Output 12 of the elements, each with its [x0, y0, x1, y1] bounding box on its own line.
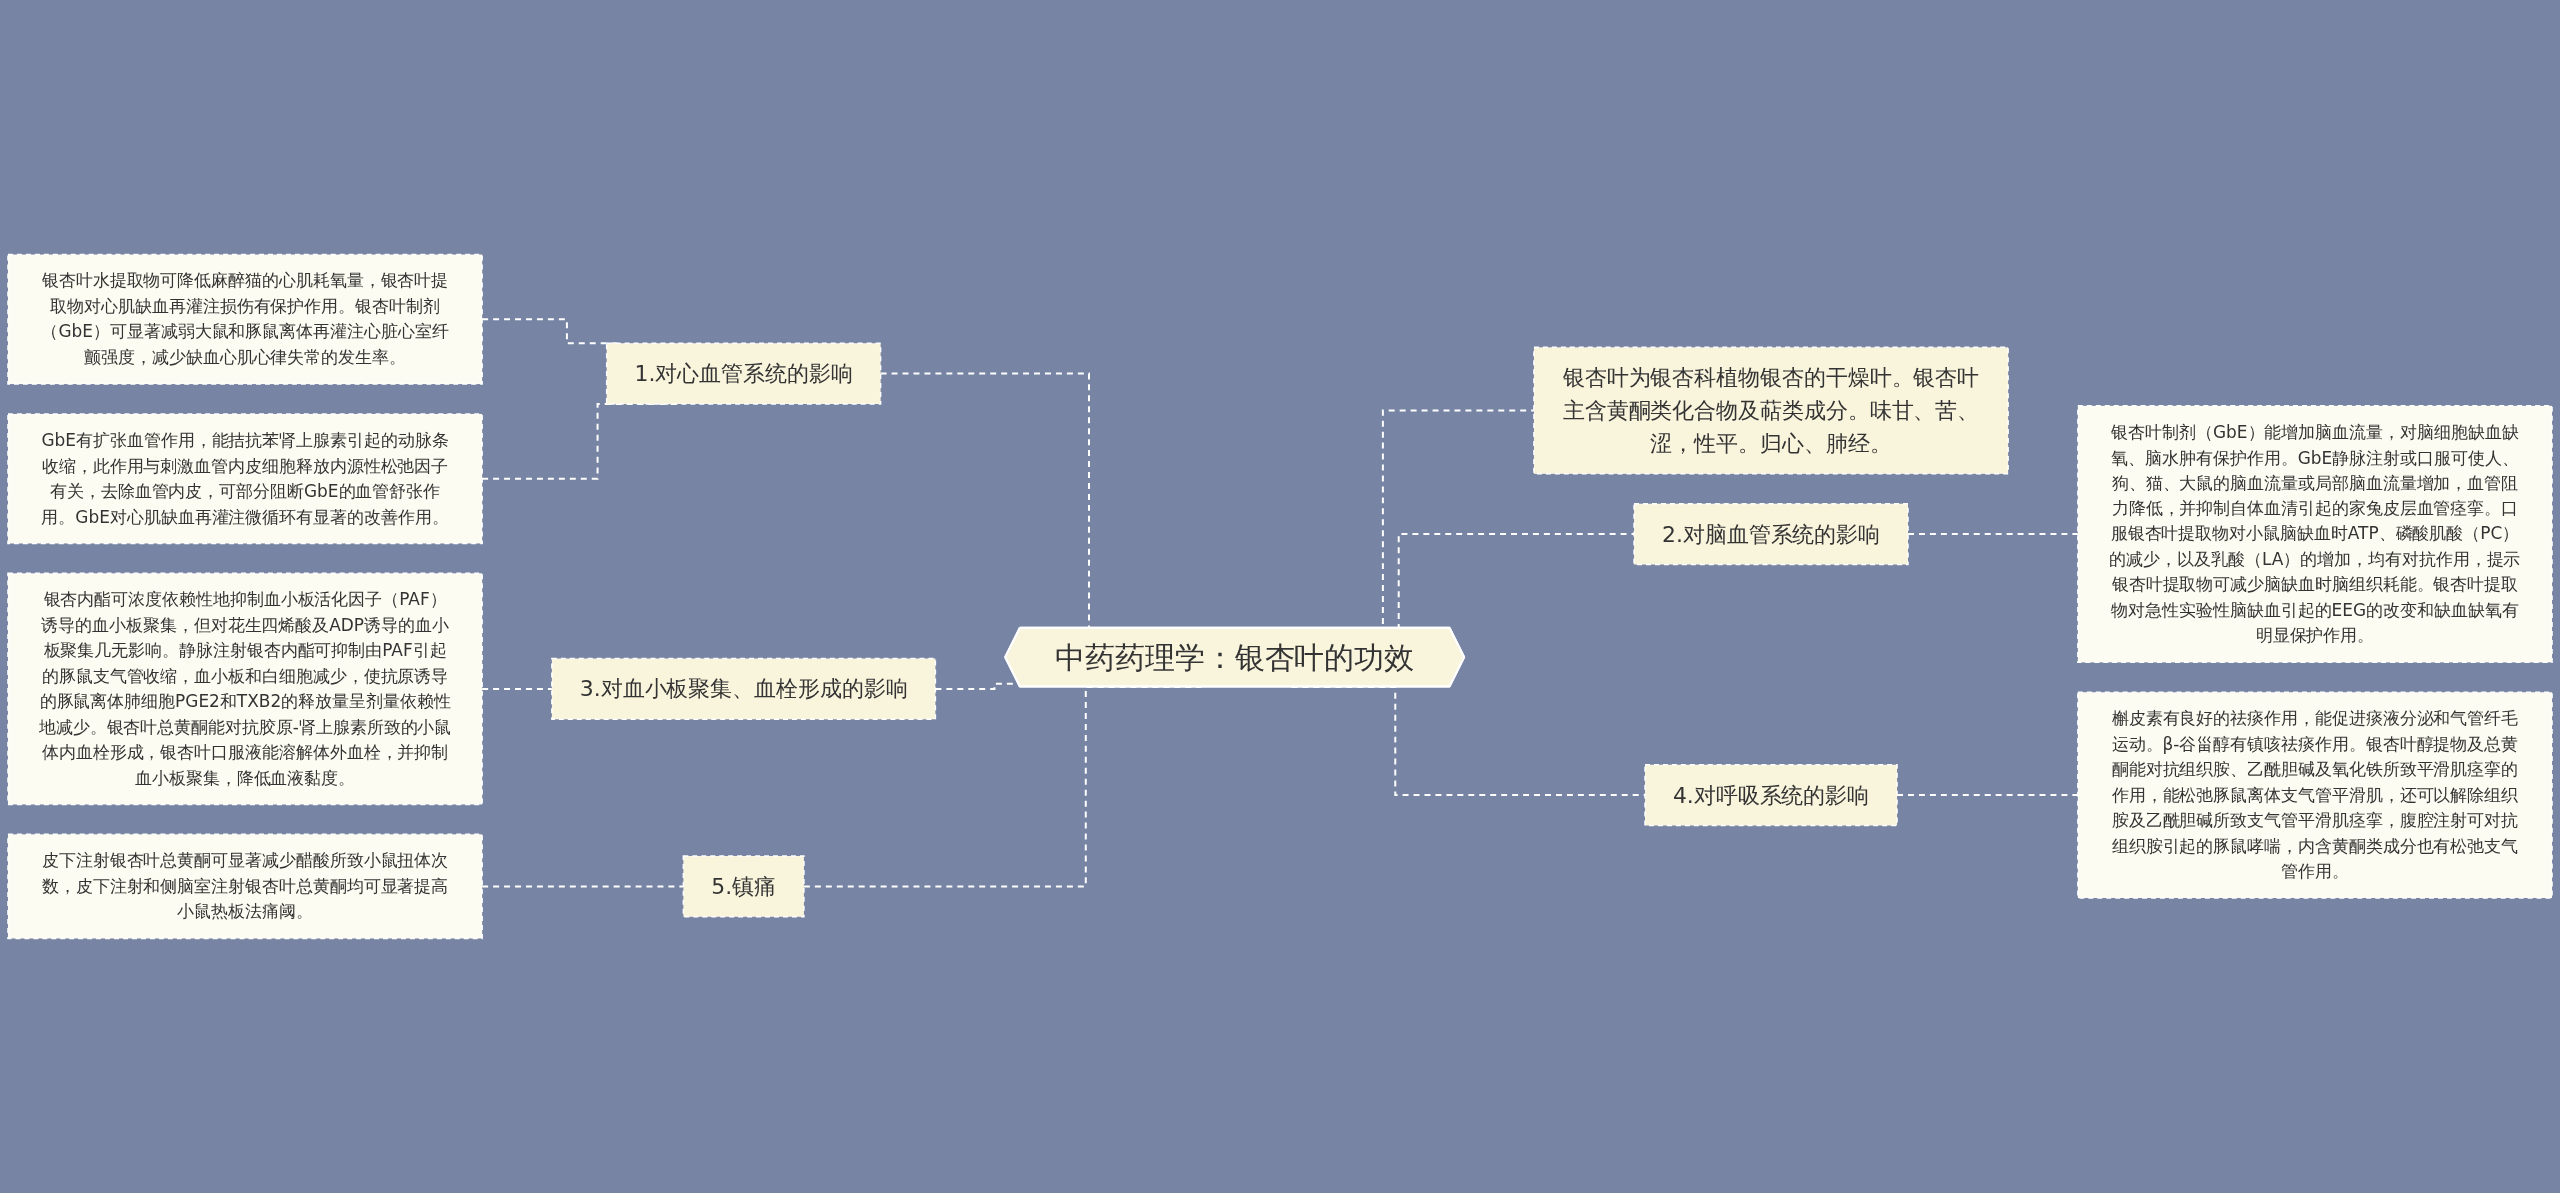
node-box: 5.镇痛	[682, 855, 805, 918]
node-box: 银杏叶水提取物可降低麻醉猫的心肌耗氧量，银杏叶提取物对心肌缺血再灌注损伤有保护作用。银杏叶制剂（GbE）可显著减弱大鼠和豚鼠离体再灌注心脏心室纤颤强度，减少缺血心肌心律失常的发生率。	[7, 253, 483, 385]
node-box: 2.对脑血管系统的影响	[1633, 503, 1909, 566]
node-box: 银杏叶为银杏科植物银杏的干燥叶。银杏叶主含黄酮类化合物及萜类成分。味甘、苦、涩，性平。归心、肺经。	[1533, 346, 2009, 475]
node-box: 1.对心血管系统的影响	[605, 342, 882, 405]
node-box: 银杏叶制剂（GbE）能增加脑血流量，对脑细胞缺血缺氧、脑水肿有保护作用。GbE静脉注射或口服可使人、狗、猫、大鼠的脑血流量或局部脑血流量增加，血管阻力降低，并抑制自体血清引起的家兔皮层血管痉挛。口服银杏叶提取物对小鼠脑缺血时ATP、磷酸肌酸（PC）的减少，以及乳酸（LA）的增加，均有对抗作用，提示银杏叶提取物可减少脑缺血时脑组织耗能。银杏叶提取物对急性实验性脑缺血引起的EEG的改变和缺血缺氧有明显保护作用。	[2077, 405, 2553, 664]
node-box: 皮下注射银杏叶总黄酮可显著减少醋酸所致小鼠扭体次数，皮下注射和侧脑室注射银杏叶总黄酮均可显著提高小鼠热板法痛阈。	[7, 833, 483, 940]
node-box: 银杏内酯可浓度依赖性地抑制血小板活化因子（PAF）诱导的血小板聚集，但对花生四烯酸及ADP诱导的血小板聚集几无影响。静脉注射银杏内酯可抑制由PAF引起的豚鼠支气管收缩，血小板和白细胞减少，使抗原诱导的豚鼠离体肺细胞PGE2和TXB2的释放量呈剂量依赖性地减少。银杏叶总黄酮能对抗胶原-肾上腺素所致的小鼠体内血栓形成，银杏叶口服液能溶解体外血栓，并抑制血小板聚集，降低血液黏度。	[7, 572, 483, 806]
node-box: 4.对呼吸系统的影响	[1644, 764, 1898, 827]
node-box: GbE有扩张血管作用，能拮抗苯肾上腺素引起的动脉条收缩，此作用与刺激血管内皮细胞释放内源性松弛因子有关，去除血管内皮，可部分阻断GbE的血管舒张作用。GbE对心肌缺血再灌注微循环有显著的改善作用。	[7, 413, 483, 545]
node-box: 3.对血小板聚集、血栓形成的影响	[551, 657, 937, 721]
node-box: 槲皮素有良好的祛痰作用，能促进痰液分泌和气管纤毛运动。β-谷甾醇有镇咳祛痰作用。银杏叶醇提物及总黄酮能对抗组织胺、乙酰胆碱及氧化铁所致平滑肌痉挛的作用，能松弛豚鼠离体支气管平滑肌，还可以解除组织胺及乙酰胆碱所致支气管平滑肌痉挛，腹腔注射可对抗组织胺引起的豚鼠哮喘，内含黄酮类成分也有松弛支气管作用。	[2077, 691, 2553, 899]
